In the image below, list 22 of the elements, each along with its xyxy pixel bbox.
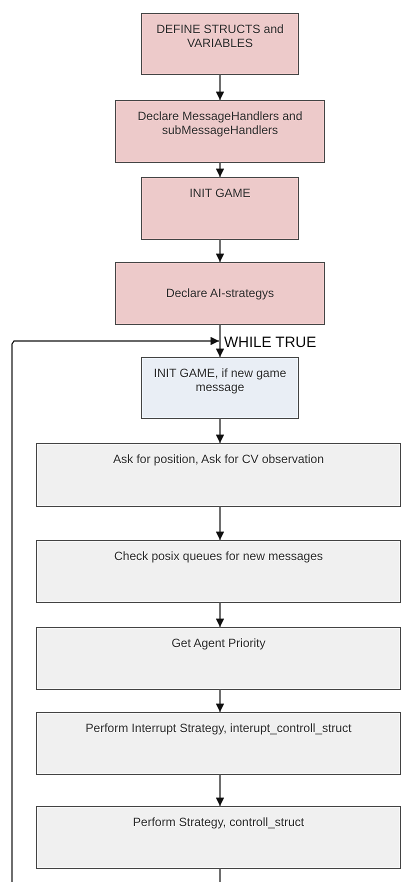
setup-box: DEFINE STRUCTS and VARIABLES [141,13,299,75]
setup-box: INIT GAME [141,177,299,240]
loop-arrow [11,336,219,882]
arrow [216,507,224,540]
arrow [216,240,224,262]
process-box: Perform Interrupt Strategy, interupt_controll_struct [36,712,401,775]
setup-box: Declare MessageHandlers and subMessageHandlers [115,100,325,163]
arrow [216,163,224,177]
arrow [216,775,224,806]
setup-box: Declare AI-strategys [115,262,325,325]
loop-label: WHILE TRUE [224,334,316,351]
arrow [216,690,224,712]
arrow [216,75,224,100]
arrow [216,419,224,443]
connector-line [219,869,221,882]
process-box: Ask for position, Ask for CV observation [36,443,401,507]
init-box: INIT GAME, if new game message [141,357,299,419]
arrow [216,603,224,627]
arrow [216,325,224,357]
process-box: Perform Strategy, controll_struct [36,806,401,869]
process-box: Check posix queues for new messages [36,540,401,603]
process-box: Get Agent Priority [36,627,401,690]
